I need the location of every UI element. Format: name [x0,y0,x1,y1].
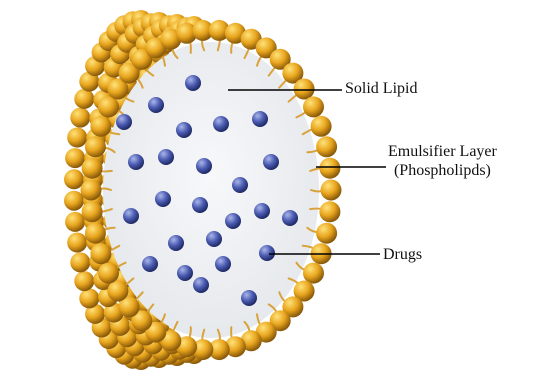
drugs-label: Drugs [383,245,422,264]
solid-lipid-label: Solid Lipid [345,79,417,98]
emulsifier-label-line2: (Phospholipds) [388,161,497,180]
emulsifier-label-line1: Emulsifier Layer [388,142,497,161]
emulsifier-layer-label: Emulsifier Layer (Phospholipds) [388,142,497,180]
